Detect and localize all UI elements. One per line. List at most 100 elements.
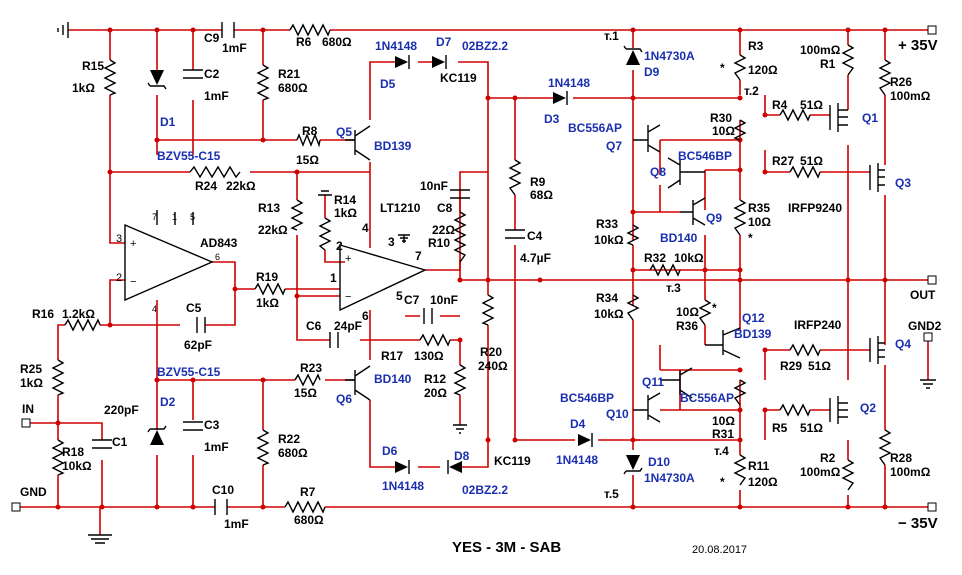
value-r30: 10Ω: [712, 124, 735, 138]
label-c1: C1: [112, 435, 128, 449]
label-q12: Q12: [742, 311, 765, 325]
label-r33: R33: [596, 217, 618, 231]
mosfet-q1: [829, 103, 848, 132]
resistor-r31: [733, 379, 747, 406]
pin-ad843-3: 3: [116, 233, 122, 245]
star-r11: *: [720, 475, 725, 489]
label-r16: R16: [32, 307, 54, 321]
label-c5: C5: [186, 301, 202, 315]
part-q12: BD139: [734, 327, 772, 341]
plus-ad843: +: [130, 238, 136, 250]
bjt-q10: [633, 392, 661, 423]
part-q9: BD140: [660, 231, 698, 245]
label-d9: D9: [644, 65, 660, 79]
label-q9: Q9: [706, 211, 722, 225]
diodes: [147, 45, 643, 475]
opamp-lt1210: [339, 244, 427, 312]
label-r20: R20: [480, 345, 502, 359]
label-r10: R10: [428, 236, 450, 250]
resistor-r24: [189, 165, 241, 179]
rail-labels: + 35V − 35V OUT GND2 IN GND YES - 3M - S…: [20, 37, 942, 556]
star-r35: *: [748, 231, 753, 245]
label-r6: R6: [296, 35, 312, 49]
label-r1: R1: [820, 57, 836, 71]
value-r21: 680Ω: [278, 81, 308, 95]
label-r25: R25: [20, 362, 42, 376]
schematic-date: 20.08.2017: [692, 544, 747, 556]
label-c7: C7: [404, 293, 420, 307]
label-q3: Q3: [895, 176, 911, 190]
resistor-r15: [103, 59, 117, 96]
part-d6: 1N4148: [382, 479, 424, 493]
value-c5: 62pF: [184, 338, 212, 352]
terminal-in: [21, 418, 31, 428]
diode-d8: [449, 461, 462, 473]
resistor-r4: [779, 108, 811, 122]
value-r27: 51Ω: [800, 154, 823, 168]
junctions: [55, 27, 888, 510]
label-r13: R13: [258, 201, 280, 215]
pin-lt-2: 2: [336, 239, 343, 253]
label-in: IN: [22, 402, 34, 416]
value-r18: 10kΩ: [62, 459, 92, 473]
value-r26: 100mΩ: [890, 89, 931, 103]
value-r13: 22kΩ: [258, 223, 288, 237]
label-r26: R26: [890, 75, 912, 89]
label-d5: D5: [380, 77, 396, 91]
label-r32: R32: [644, 251, 666, 265]
resistor-r14: [318, 217, 332, 251]
part-d7: 02BZ2.2: [462, 39, 508, 53]
resistor-r10: [453, 211, 467, 263]
capacitor-c4: [505, 229, 525, 239]
label-q10: Q10: [606, 407, 629, 421]
pin-lt-7: 7: [415, 249, 422, 263]
capacitor-c5: [196, 317, 206, 333]
diode-d7: [432, 56, 445, 68]
label-r29: R29: [780, 359, 802, 373]
pin-lt-5: 5: [396, 289, 403, 303]
label-gnd: GND: [20, 485, 47, 499]
diode-d4: [578, 434, 591, 446]
minus-ad843: −: [130, 276, 136, 288]
part-q5: BD139: [374, 139, 412, 153]
label-q8: Q8: [650, 165, 666, 179]
star-r36: *: [712, 301, 717, 315]
value-r8: 15Ω: [296, 153, 319, 167]
value-r23: 15Ω: [294, 386, 317, 400]
label-r34: R34: [596, 291, 618, 305]
label-d1: D1: [160, 115, 176, 129]
resistor-r8: [296, 133, 321, 148]
terminal-gnd2: [923, 332, 933, 342]
pin-ad843-6: 6: [215, 252, 220, 262]
label-out: OUT: [910, 288, 936, 302]
value-r25: 1kΩ: [20, 376, 43, 390]
kc119-top: KC119: [440, 71, 477, 85]
label-c6: C6: [306, 319, 322, 333]
mosfet-q3: [869, 163, 885, 192]
resistor-r33: [626, 224, 640, 246]
ground-symbols: [57, 22, 936, 544]
value-r20: 240Ω: [478, 359, 508, 373]
value-c6: 24pF: [334, 319, 362, 333]
resistor-r21: [256, 64, 270, 101]
label-q11: Q11: [642, 375, 664, 389]
value-r34: 10kΩ: [594, 307, 624, 321]
bjt-q12: [705, 327, 741, 359]
zener-d1: [150, 70, 164, 85]
value-c9: 1mF: [222, 41, 247, 55]
label-r31: R31: [712, 427, 734, 441]
label-r36: R36: [676, 319, 698, 333]
label-q5: Q5: [336, 125, 352, 139]
pin-lt-1: 1: [330, 271, 337, 285]
resistor-r36: [698, 299, 712, 326]
terminal-gnd: [11, 502, 21, 512]
zener-d9: [626, 50, 640, 65]
part-d10: 1N4730A: [644, 471, 695, 485]
label-r18: R18: [62, 445, 84, 459]
value-r29: 51Ω: [808, 359, 831, 373]
label-r2: R2: [820, 451, 836, 465]
resistor-r30: [733, 119, 747, 141]
value-c3: 1mF: [204, 440, 229, 454]
part-d8: 02BZ2.2: [462, 483, 508, 497]
value-r12: 20Ω: [424, 386, 447, 400]
